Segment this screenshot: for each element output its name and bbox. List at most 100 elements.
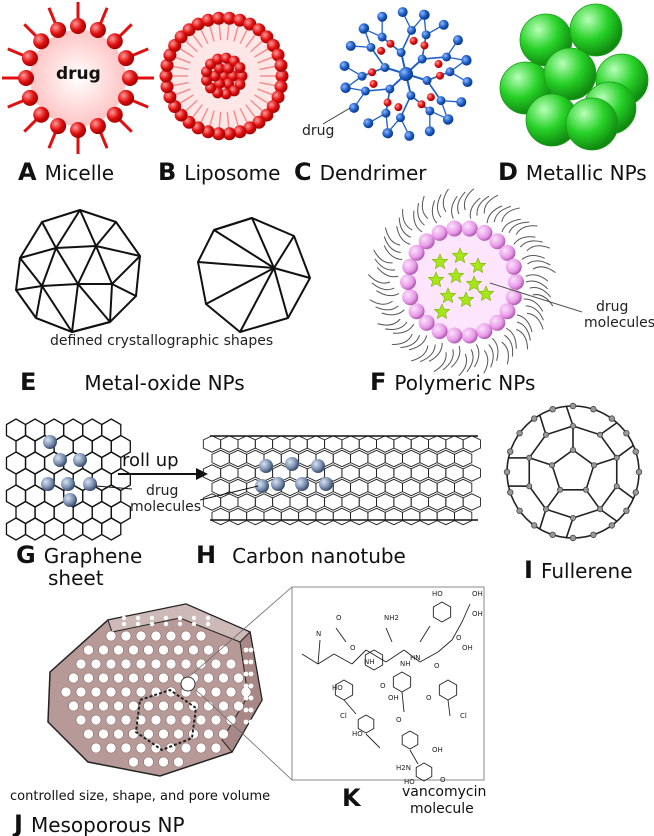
polymeric-drug-label-1: drug bbox=[596, 299, 629, 315]
pore bbox=[163, 615, 169, 621]
polymer-bead bbox=[499, 244, 516, 261]
liposome-core-bead bbox=[214, 62, 225, 74]
caption-micelle-text: Micelle bbox=[44, 161, 115, 185]
polymeric-np-illustration bbox=[367, 188, 583, 377]
pore bbox=[98, 700, 109, 712]
metallic-sphere bbox=[543, 47, 597, 101]
graphene-hexagon bbox=[24, 517, 46, 541]
nanotube-hexagon bbox=[419, 449, 438, 468]
benzene-ring bbox=[364, 649, 384, 671]
polymer-chain bbox=[385, 321, 408, 330]
metallic-sphere bbox=[569, 3, 623, 57]
liposome-tail bbox=[173, 55, 191, 64]
fullerene-atom bbox=[503, 468, 511, 476]
atom-label: HO bbox=[352, 730, 363, 738]
polymer-chain bbox=[402, 209, 413, 231]
polymer-chain bbox=[374, 258, 396, 271]
nanotube-drug-molecule bbox=[295, 477, 309, 491]
dendrimer-terminal bbox=[443, 114, 454, 125]
pore bbox=[143, 644, 154, 656]
polymer-chain bbox=[398, 217, 411, 238]
dendrimer-node bbox=[442, 52, 452, 62]
fullerene-bond bbox=[538, 414, 547, 436]
molecule-bond bbox=[385, 649, 405, 663]
pore bbox=[173, 644, 184, 656]
molecule-bond bbox=[335, 627, 347, 643]
liposome-head bbox=[222, 11, 236, 25]
nanotube-hexagon bbox=[228, 507, 248, 526]
polymer-bead bbox=[489, 314, 506, 331]
fullerene-illustration bbox=[503, 402, 643, 542]
dendrimer-drug-label: drug bbox=[302, 123, 335, 139]
nanotube-hexagon bbox=[315, 507, 334, 526]
nanotube-hexagon bbox=[350, 449, 369, 468]
panel-letter-d: D bbox=[498, 158, 518, 186]
fullerene-pentagon bbox=[551, 449, 595, 491]
micelle-head bbox=[21, 89, 38, 106]
molecule-bond bbox=[365, 733, 381, 749]
nanotube-hexagon bbox=[462, 435, 481, 453]
polymer-chain bbox=[383, 245, 403, 261]
atom-label: Cl bbox=[460, 712, 467, 720]
dendrimer-node bbox=[366, 42, 376, 52]
nanotube-hexagon bbox=[410, 435, 429, 453]
atom-label: O bbox=[456, 634, 462, 642]
atom-label: OH bbox=[462, 644, 473, 652]
liposome-head bbox=[159, 69, 173, 83]
caption-metal-oxide-text: Metal-oxide NPs bbox=[84, 371, 245, 395]
liposome-core-bead bbox=[236, 70, 248, 82]
polymer-chain bbox=[483, 194, 499, 214]
polymer-chain bbox=[532, 266, 556, 274]
polymer-chain bbox=[383, 236, 401, 253]
nanotube-hexagon bbox=[462, 464, 481, 482]
pore bbox=[210, 658, 222, 670]
pore bbox=[243, 659, 249, 665]
pore bbox=[98, 728, 109, 740]
nanotube-hexagon bbox=[358, 493, 377, 511]
liposome-tail bbox=[199, 107, 209, 125]
nanotube-hexagon bbox=[462, 493, 481, 511]
nanotube-hexagon bbox=[298, 507, 317, 526]
pore bbox=[90, 686, 102, 698]
liposome-tail bbox=[257, 88, 275, 97]
pore bbox=[195, 630, 207, 642]
fullerene-atom bbox=[507, 489, 514, 496]
graphene-drug-molecule bbox=[73, 453, 87, 467]
liposome-tail bbox=[226, 111, 230, 130]
carbon-nanotube bbox=[202, 435, 481, 526]
pore bbox=[158, 672, 169, 684]
polymer-chain bbox=[526, 312, 544, 330]
nanotube-drug-molecule bbox=[255, 479, 269, 493]
fullerene-atom bbox=[597, 431, 604, 438]
polymer-bead bbox=[408, 303, 425, 320]
nanotube-drug-molecule bbox=[319, 477, 333, 491]
nanotube-hexagon bbox=[454, 478, 473, 497]
metallic-sphere bbox=[565, 97, 619, 151]
polymer-chain bbox=[521, 255, 545, 260]
fullerene-atom bbox=[549, 406, 556, 413]
dendrimer-terminal bbox=[424, 126, 435, 137]
fullerene-bond bbox=[599, 508, 618, 522]
graphene-drug-molecule bbox=[53, 453, 67, 467]
fullerene-atom bbox=[549, 462, 556, 469]
polymer-chain bbox=[391, 333, 413, 346]
pore bbox=[225, 714, 237, 726]
polymer-chain bbox=[527, 260, 551, 266]
polymer-chain bbox=[491, 337, 499, 361]
pore bbox=[150, 714, 162, 726]
fullerene-atom bbox=[590, 531, 597, 538]
pore bbox=[203, 700, 214, 712]
nanotube-hexagon bbox=[402, 449, 421, 468]
pore bbox=[243, 671, 249, 677]
nanotube-hexagon bbox=[237, 464, 256, 482]
graphene-hexagon bbox=[43, 517, 65, 541]
liposome-tail bbox=[208, 23, 215, 42]
pore bbox=[120, 658, 132, 670]
drug-pointer-dendrimer bbox=[322, 107, 351, 125]
fullerene-atom bbox=[569, 402, 577, 410]
pore bbox=[195, 658, 207, 670]
polymer-bead bbox=[431, 224, 448, 241]
pore bbox=[195, 742, 207, 754]
